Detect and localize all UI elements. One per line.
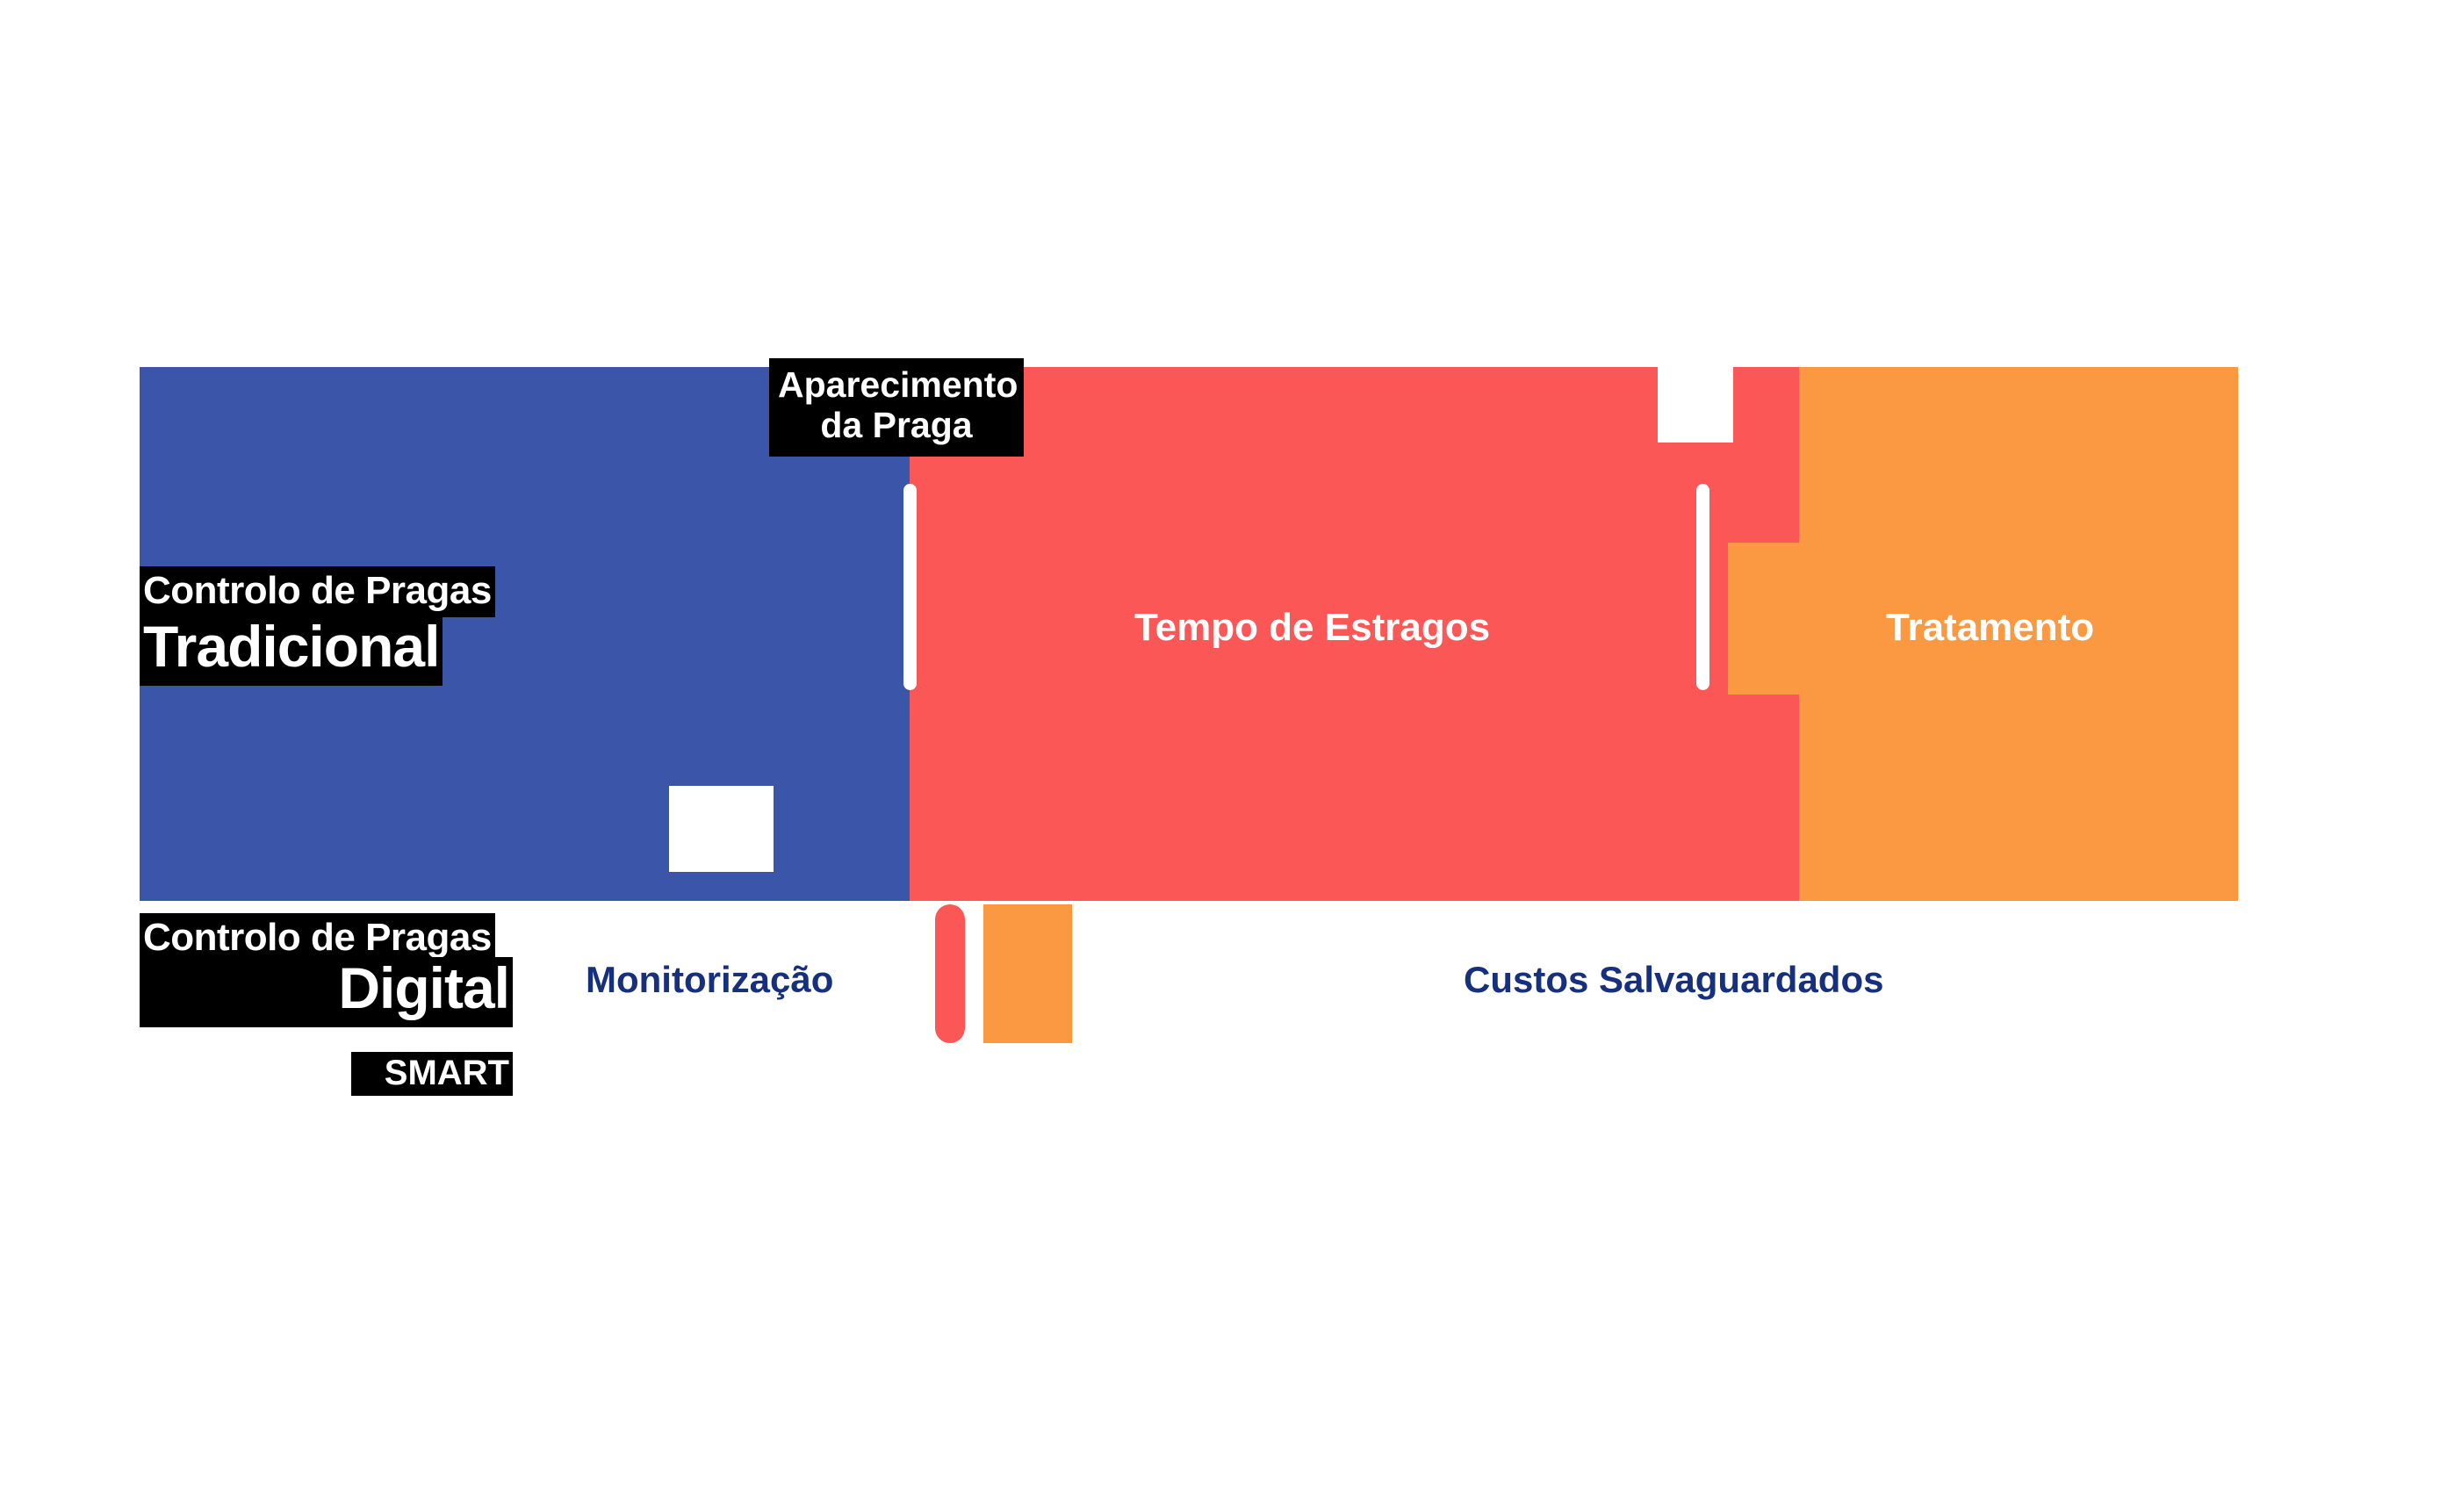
segment-treatment [1799,367,2238,901]
divider-treatment-start [1696,484,1709,690]
treatment-notch [1728,543,1807,695]
traditional-title: Tradicional [140,614,443,686]
pest-onset-line-2: da Praga [820,404,973,445]
digital-eyebrow: Controlo de Pragas [140,913,495,962]
cutout-square-blue [669,786,774,872]
digital-title: Digital [140,957,513,1027]
treatment-label: Tratamento [1886,606,2095,649]
traditional-eyebrow: Controlo de Pragas [140,566,495,617]
legend-damage-swatch [935,904,965,1043]
digital-smart-badge: SMART [351,1052,513,1096]
damage-time-label: Tempo de Estragos [1134,606,1491,649]
divider-pest-onset [903,484,917,690]
legend-treatment-swatch [983,904,1072,1043]
segment-damage-time [910,367,1799,901]
pest-onset-line-1: Aparecimento [778,364,1018,405]
cutout-square-red [1658,367,1733,443]
legend-monitoring-label: Monitorização [586,959,834,1000]
legend-saved-costs-label: Custos Salvaguardados [1464,959,1884,1000]
